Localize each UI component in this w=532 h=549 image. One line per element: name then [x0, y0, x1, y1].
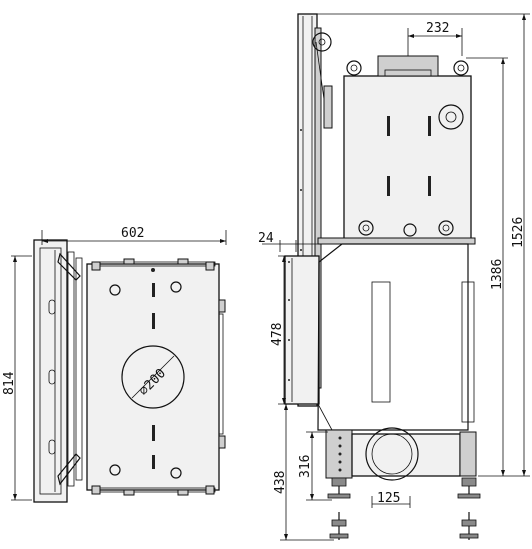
bolt-hole [109, 464, 121, 476]
door-slot-2 [48, 369, 56, 385]
dim-label-478: 478 [270, 323, 285, 346]
right-elevation-view [284, 13, 481, 540]
door-inner [39, 247, 62, 495]
dim-label-24: 24 [258, 231, 274, 246]
pulley-wheel [312, 32, 332, 52]
enclosure-outline [317, 243, 469, 431]
dim-label-438: 438 [273, 471, 288, 494]
central-opening [121, 345, 185, 409]
dim-232: 232 [407, 21, 463, 56]
dim-1526: 1526 [316, 13, 530, 477]
motor-housing [365, 427, 419, 481]
dim-814: 814 [2, 255, 32, 501]
interior-strip [371, 281, 391, 403]
bolt-hole [170, 467, 182, 479]
dim-label-602: 602 [121, 226, 144, 241]
dim-label-316: 316 [298, 455, 313, 478]
lifting-eye [453, 60, 469, 76]
dim-label-1386: 1386 [490, 259, 505, 290]
dim-438: 438 [273, 404, 334, 541]
lower-frame [284, 255, 320, 405]
dim-label-814: 814 [2, 371, 17, 395]
dim-label-1526: 1526 [511, 217, 526, 248]
dim-label-232: 232 [426, 21, 449, 36]
counterweight [323, 85, 333, 129]
bolt-hole [109, 284, 121, 296]
dim-316: 316 [298, 431, 332, 501]
door-panel [33, 239, 68, 503]
dim-478: 478 [270, 255, 298, 405]
door-slot-1 [48, 299, 56, 315]
round-port [438, 104, 464, 130]
dim-125: 125 [371, 491, 411, 508]
dim-1386: 1386 [466, 57, 508, 477]
upper-housing [343, 75, 472, 241]
door-slot-3 [48, 439, 56, 455]
left-plan-view: ⌀200 [33, 239, 226, 503]
lifting-eye [438, 220, 454, 236]
lifting-eye [346, 60, 362, 76]
top-mounting-block [377, 55, 439, 77]
dim-label-125: 125 [377, 491, 400, 506]
dim-24: 24 [258, 231, 318, 252]
bolt-hole [170, 281, 182, 293]
dim-602: 602 [41, 226, 227, 245]
interior-strip [461, 281, 475, 423]
lifting-eye [358, 220, 374, 236]
drain-plug [403, 223, 417, 237]
